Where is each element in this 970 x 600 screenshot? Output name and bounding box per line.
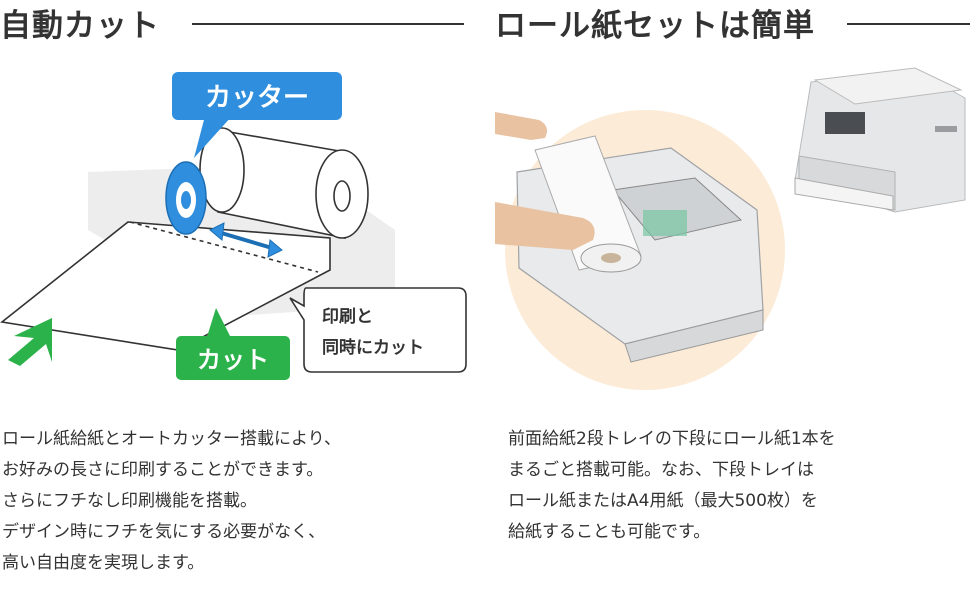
cut-bubble-tail (206, 308, 232, 340)
description-line: まるごと搭載可能。なお、下段トレイは (508, 460, 814, 480)
cutter-bubble-tail (194, 116, 232, 158)
auto-cut-section: 自動カット カッター カット (0, 0, 470, 600)
roll-paper (534, 135, 642, 273)
heading-rule (192, 22, 464, 25)
roll-set-illustration (495, 67, 966, 390)
description-line: 給紙することも可能です。 (508, 522, 711, 542)
cutter-label: カッター (205, 83, 309, 113)
roll-set-heading: ロール紙セットは簡単 (495, 0, 970, 45)
cut-label: カット (197, 346, 269, 374)
auto-cut-description: ロール紙給紙とオートカッター搭載により、 お好みの長さに印刷することができます。… (2, 424, 341, 579)
hand-upper (495, 112, 547, 140)
description-line: ロール紙給紙とオートカッター搭載により、 (2, 429, 341, 449)
feed-arrow (8, 318, 52, 366)
hand-lower (495, 202, 595, 250)
description-line: 前面給紙2段トレイの下段にロール紙1本を (508, 429, 836, 449)
description-line: ロール紙またはA4用紙（最大500枚）を (508, 491, 818, 511)
roll-set-description: 前面給紙2段トレイの下段にロール紙1本を まるごと搭載可能。なお、下段トレイは … (508, 424, 836, 548)
roll-set-section: ロール紙セットは簡単 前面給紙2 (495, 0, 970, 600)
description-line: 高い自由度を実現します。 (2, 553, 205, 573)
auto-cut-title: 自動カット (0, 8, 160, 44)
printer-image (794, 67, 966, 213)
note-bubble (289, 287, 467, 373)
motion-arrow (209, 222, 283, 258)
auto-cut-illustration: カッター カット 印刷と 同時にカット (0, 72, 467, 380)
description-line: さらにフチなし印刷機能を搭載。 (2, 491, 257, 511)
heading-rule (847, 22, 970, 25)
roll-set-title: ロール紙セットは簡単 (495, 8, 815, 44)
description-line: お好みの長さに印刷することができます。 (2, 460, 324, 480)
print-note-line-2: 同時にカット (322, 337, 424, 358)
auto-cut-heading: 自動カット (0, 0, 470, 45)
cut-bubble (176, 336, 290, 380)
cut-line (129, 221, 319, 273)
print-note-line-1: 印刷と (322, 307, 373, 327)
description-line: デザイン時にフチを気にする必要がなく、 (2, 522, 326, 542)
cutter-bubble (172, 72, 342, 120)
roll-core (333, 180, 351, 212)
